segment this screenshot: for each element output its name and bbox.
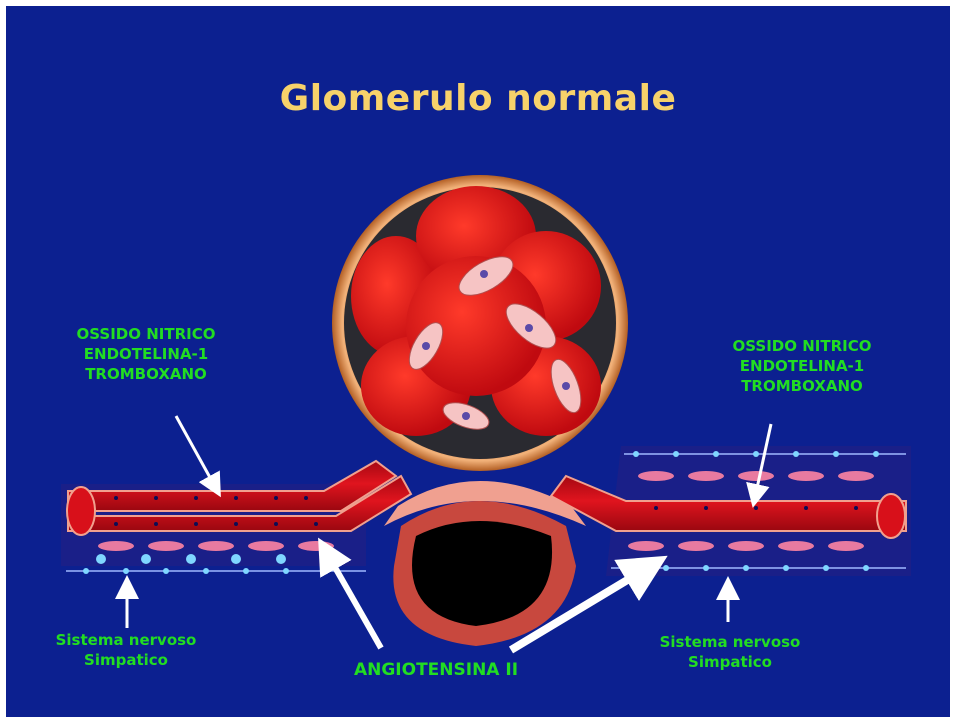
right-sympathetic-line-2: Simpatico bbox=[620, 652, 840, 672]
left-mediator-2: ENDOTELINA-1 bbox=[26, 344, 266, 364]
right-mediator-3: TROMBOXANO bbox=[682, 376, 922, 396]
efferent-arteriole bbox=[551, 446, 911, 576]
afferent-arteriole bbox=[61, 461, 411, 574]
left-sympathetic-line-1: Sistema nervoso bbox=[16, 630, 236, 650]
arrow-left-top bbox=[176, 416, 218, 492]
left-mediators-label: OSSIDO NITRICO ENDOTELINA-1 TROMBOXANO bbox=[26, 324, 266, 384]
left-sympathetic-line-2: Simpatico bbox=[16, 650, 236, 670]
right-sympathetic-label: Sistema nervoso Simpatico bbox=[620, 632, 840, 672]
slide: Glomerulo normale bbox=[6, 6, 950, 717]
right-mediator-2: ENDOTELINA-1 bbox=[682, 356, 922, 376]
left-mediator-1: OSSIDO NITRICO bbox=[26, 324, 266, 344]
angiotensin-label: ANGIOTENSINA II bbox=[306, 660, 566, 680]
right-sympathetic-line-1: Sistema nervoso bbox=[620, 632, 840, 652]
right-mediators-label: OSSIDO NITRICO ENDOTELINA-1 TROMBOXANO bbox=[682, 336, 922, 396]
right-mediator-1: OSSIDO NITRICO bbox=[682, 336, 922, 356]
left-mediator-3: TROMBOXANO bbox=[26, 364, 266, 384]
left-sympathetic-label: Sistema nervoso Simpatico bbox=[16, 630, 236, 670]
